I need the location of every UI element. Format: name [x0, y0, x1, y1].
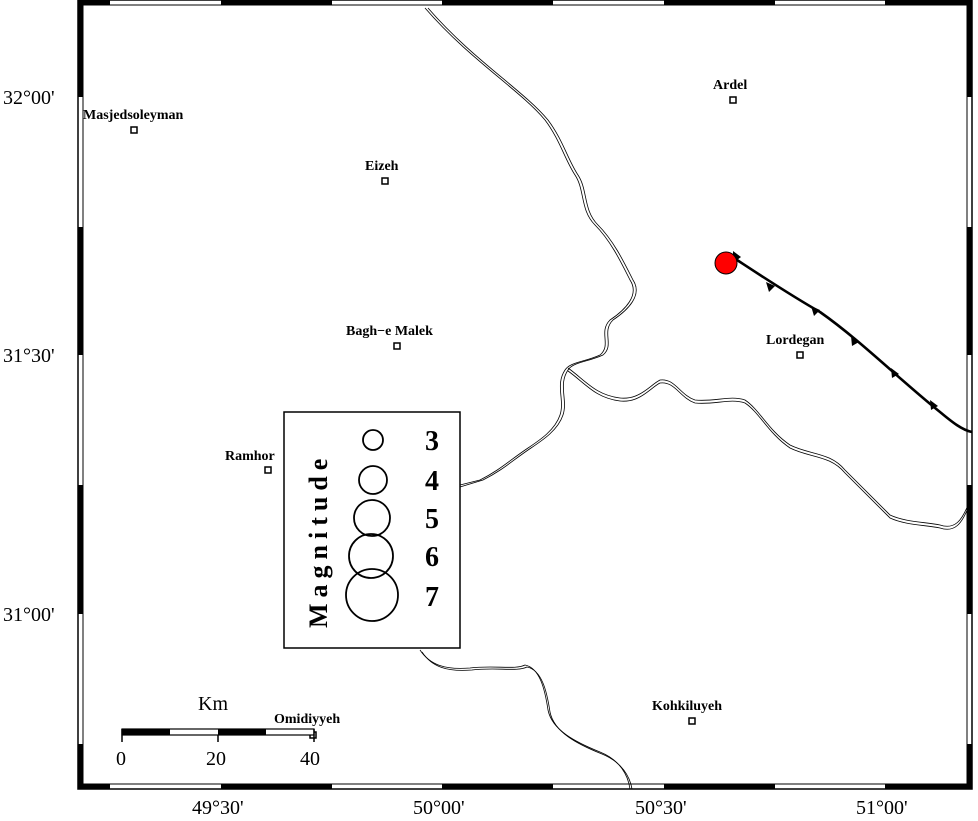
scale-bar: Km 0 20 40	[116, 693, 320, 770]
lat-tick-label: 31°00'	[3, 604, 55, 626]
legend-circle-7	[345, 568, 399, 622]
legend-circle-3	[362, 429, 384, 451]
scale-tick-label: 40	[300, 748, 320, 770]
legend-mag-label: 3	[425, 426, 439, 457]
lon-tick-label: 50°00'	[413, 797, 465, 819]
city-marker-icon	[393, 342, 401, 350]
city-label: Omidiyyeh	[274, 712, 340, 727]
city-ramhor: Ramhor	[225, 449, 275, 474]
city-marker-icon	[796, 351, 804, 359]
lat-tick-label: 31°30'	[3, 345, 55, 367]
legend-circle-5	[353, 499, 391, 537]
legend-title: Magnitude	[304, 453, 333, 628]
legend-circle-6	[348, 533, 394, 579]
city-label: Bagh−e Malek	[346, 324, 433, 339]
city-label: Lordegan	[766, 333, 825, 348]
river-lines	[419, 7, 969, 790]
lon-tick-label: 50°30'	[635, 797, 687, 819]
legend-mag-label: 6	[425, 542, 439, 573]
epicenter-marker	[714, 251, 738, 275]
city-label: Ardel	[713, 78, 747, 93]
lon-tick-label: 51°00'	[856, 797, 908, 819]
city-marker-icon	[381, 177, 389, 185]
scale-unit: Km	[198, 693, 228, 715]
city-label: Ramhor	[225, 449, 275, 464]
lon-tick-label: 49°30'	[192, 797, 244, 819]
city-ardel: Ardel	[713, 78, 747, 104]
city-label: Eizeh	[365, 159, 399, 174]
city-marker-icon	[688, 717, 696, 725]
legend-circle-4	[358, 465, 388, 495]
city-masjedsoleyman: Masjedsoleyman	[83, 108, 184, 134]
legend-mag-label: 4	[425, 466, 439, 497]
scale-tick-label: 0	[116, 748, 126, 770]
map-frame	[77, 0, 973, 790]
city-eizeh: Eizeh	[365, 159, 399, 185]
city-bagh-e-malek: Bagh−e Malek	[346, 324, 433, 350]
legend-mag-label: 7	[425, 582, 439, 613]
city-marker-icon	[130, 126, 138, 134]
scale-tick-label: 20	[206, 748, 226, 770]
magnitude-legend: Magnitude 3 4 5 6 7	[283, 411, 461, 649]
legend-mag-label: 5	[425, 504, 439, 535]
city-label: Kohkiluyeh	[652, 699, 722, 714]
city-kohkiluyeh: Kohkiluyeh	[652, 699, 722, 725]
city-marker-icon	[729, 96, 737, 104]
map-area	[78, 0, 972, 789]
city-label: Masjedsoleyman	[83, 108, 184, 123]
city-lordegan: Lordegan	[766, 333, 825, 359]
fault-line	[733, 251, 973, 434]
lat-tick-label: 32°00'	[3, 87, 55, 109]
city-marker-icon	[264, 466, 272, 474]
